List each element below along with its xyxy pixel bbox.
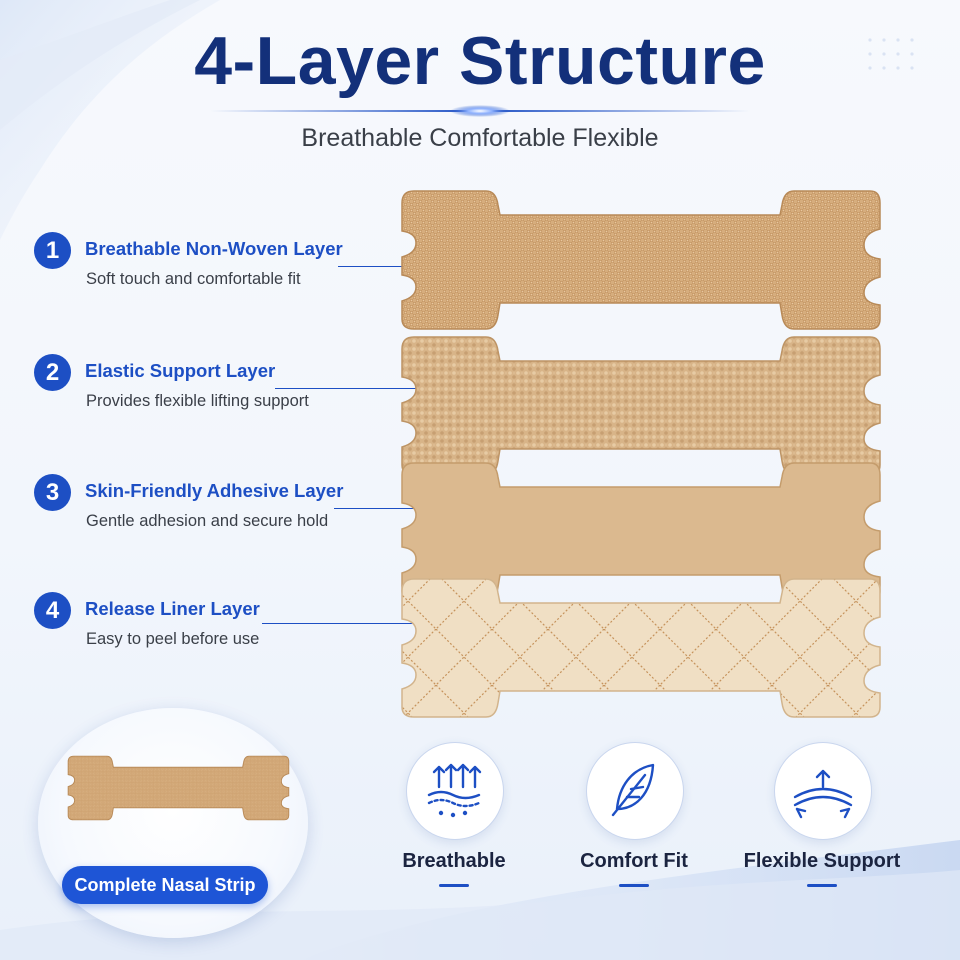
layer-3-number-badge: 3 (34, 474, 71, 511)
layer-4-connector-line (262, 623, 430, 624)
layer-2-description: Provides flexible lifting support (86, 392, 309, 410)
layer-2-name: Elastic Support Layer (85, 360, 276, 381)
layer-3-name: Skin-Friendly Adhesive Layer (85, 480, 344, 501)
layer-3-description: Gentle adhesion and secure hold (86, 512, 329, 530)
complete-nasal-strip-badge: Complete Nasal Strip (62, 866, 268, 904)
complete-strip-image (67, 755, 290, 821)
layer-2-number-badge: 2 (34, 354, 71, 391)
layer-4-description: Easy to peel before use (86, 630, 260, 648)
feature-flexible-support-label: Flexible Support (743, 850, 901, 872)
layer-1-name: Breathable Non-Woven Layer (85, 238, 343, 259)
feather-icon (586, 742, 684, 840)
feature-comfort-fit: Comfort Fit (536, 736, 736, 896)
layer-3-connector-line (334, 508, 430, 509)
breathable-airflow-icon (406, 742, 504, 840)
layer-2-connector-line (275, 388, 430, 389)
feature-comfort-fit-underline (619, 884, 649, 887)
feature-flexible-support: Flexible Support (724, 736, 924, 896)
title-divider (210, 105, 750, 117)
feature-comfort-fit-label: Comfort Fit (580, 850, 688, 872)
layer-4-number-badge: 4 (34, 592, 71, 629)
feature-flexible-support-underline (807, 884, 837, 887)
layer-1-description: Soft touch and comfortable fit (86, 270, 301, 288)
layer-1-strip-image (401, 190, 881, 330)
complete-strip-panel: Complete Nasal Strip (32, 708, 312, 944)
page-title: 4-Layer Structure (194, 23, 766, 99)
feature-breathable-underline (439, 884, 469, 887)
layer-4-name: Release Liner Layer (85, 598, 260, 619)
flexible-support-icon (774, 742, 872, 840)
page-subtitle: Breathable Comfortable Flexible (301, 124, 659, 152)
feature-breathable: Breathable (356, 736, 556, 896)
layer-1-connector-line (338, 266, 430, 267)
feature-breathable-label: Breathable (402, 850, 506, 872)
layer-4-strip-image (401, 578, 881, 718)
layer-1-number-badge: 1 (34, 232, 71, 269)
